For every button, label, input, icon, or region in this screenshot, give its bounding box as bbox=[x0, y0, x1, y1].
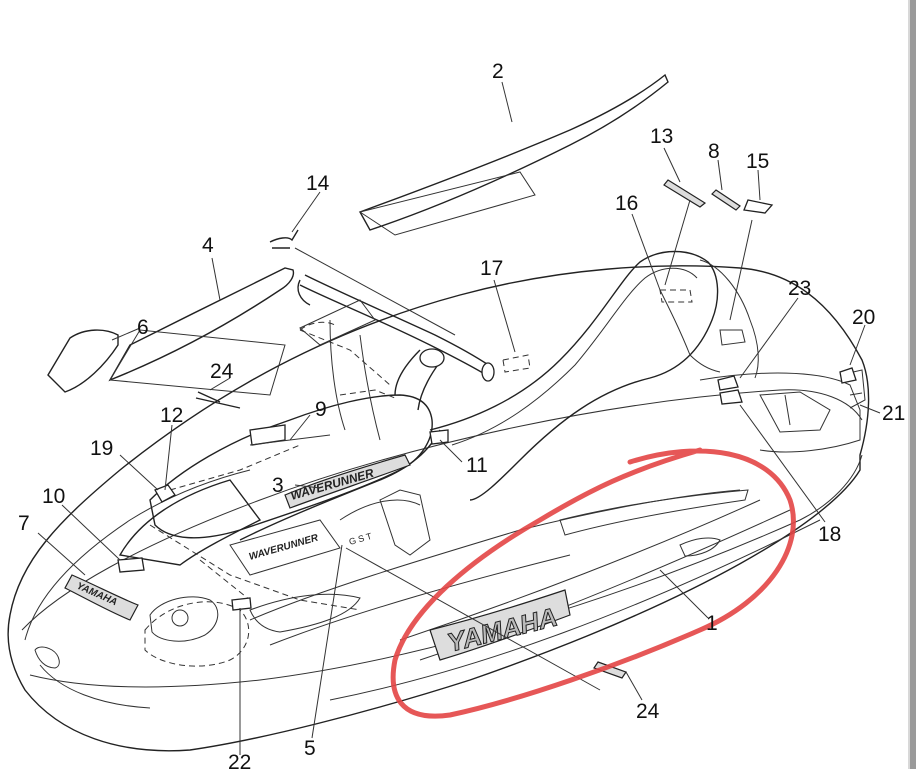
part-21-shape bbox=[849, 392, 863, 396]
callout-18: 18 bbox=[818, 523, 841, 546]
callout-23: 23 bbox=[788, 277, 811, 300]
callout-14: 14 bbox=[306, 172, 330, 195]
callout-24b: 24 bbox=[636, 700, 660, 723]
part-10-shape bbox=[117, 557, 145, 573]
frame-edge bbox=[910, 0, 916, 769]
callout-16: 16 bbox=[615, 192, 638, 215]
part-14-shape bbox=[269, 229, 299, 249]
part-22-shape bbox=[231, 597, 252, 611]
decals: WAVERUNNER WAVERUNNER G S T YAMAHA YAMAH… bbox=[47, 73, 863, 679]
leader-lines bbox=[37, 81, 881, 755]
part-17-shape bbox=[502, 354, 531, 373]
callout-20: 20 bbox=[852, 306, 875, 329]
decal-3-shape bbox=[284, 454, 411, 509]
callout-11: 11 bbox=[466, 454, 488, 477]
callout-10: 10 bbox=[42, 485, 65, 508]
seat bbox=[429, 250, 759, 501]
callout-24a: 24 bbox=[210, 360, 234, 383]
callout-6: 6 bbox=[137, 316, 149, 339]
hood-logo-text: WAVERUNNER bbox=[289, 466, 376, 503]
callout-9: 9 bbox=[315, 398, 327, 421]
callout-21: 21 bbox=[882, 402, 905, 425]
callout-22: 22 bbox=[228, 751, 251, 769]
callout-labels: 2 4 6 14 13 8 15 16 17 23 20 21 18 24 12… bbox=[18, 60, 905, 774]
part-23-shape bbox=[717, 375, 739, 391]
callout-7: 7 bbox=[18, 512, 30, 535]
part-24b-shape bbox=[593, 661, 627, 679]
callout-2: 2 bbox=[492, 60, 504, 83]
decal-1-tip bbox=[679, 537, 721, 557]
decal-1-stripe bbox=[559, 489, 749, 536]
part-24a-shape bbox=[195, 391, 241, 409]
decal-2-shape bbox=[358, 73, 669, 231]
part-8-shape bbox=[711, 189, 741, 211]
callout-17: 17 bbox=[480, 257, 503, 280]
decal-2-backing bbox=[358, 171, 536, 236]
decal-6-shape bbox=[47, 329, 119, 393]
part-18-shape bbox=[719, 389, 743, 405]
part-15-shape bbox=[743, 199, 774, 214]
callout-3: 3 bbox=[272, 474, 284, 497]
decal-7-shape bbox=[64, 574, 139, 621]
decal-5-panel bbox=[229, 519, 341, 576]
callout-19: 19 bbox=[90, 437, 113, 460]
decal-4-backing bbox=[109, 329, 286, 396]
callout-13: 13 bbox=[650, 125, 673, 148]
part-13-shape bbox=[663, 179, 707, 208]
callout-1: 1 bbox=[706, 612, 718, 635]
small-logo-text: G S T bbox=[348, 531, 374, 547]
callout-8: 8 bbox=[708, 140, 720, 163]
callout-5: 5 bbox=[304, 737, 316, 760]
callout-15: 15 bbox=[746, 150, 769, 173]
callout-12: 12 bbox=[160, 404, 183, 427]
part-16-shape bbox=[659, 289, 693, 303]
part-20-shape bbox=[839, 367, 857, 384]
highlight-circle bbox=[390, 447, 796, 719]
frame-edge-highlight bbox=[908, 0, 910, 769]
decal-4-shape bbox=[108, 267, 295, 382]
callout-4: 4 bbox=[202, 234, 214, 257]
hood-and-steering bbox=[118, 274, 495, 667]
